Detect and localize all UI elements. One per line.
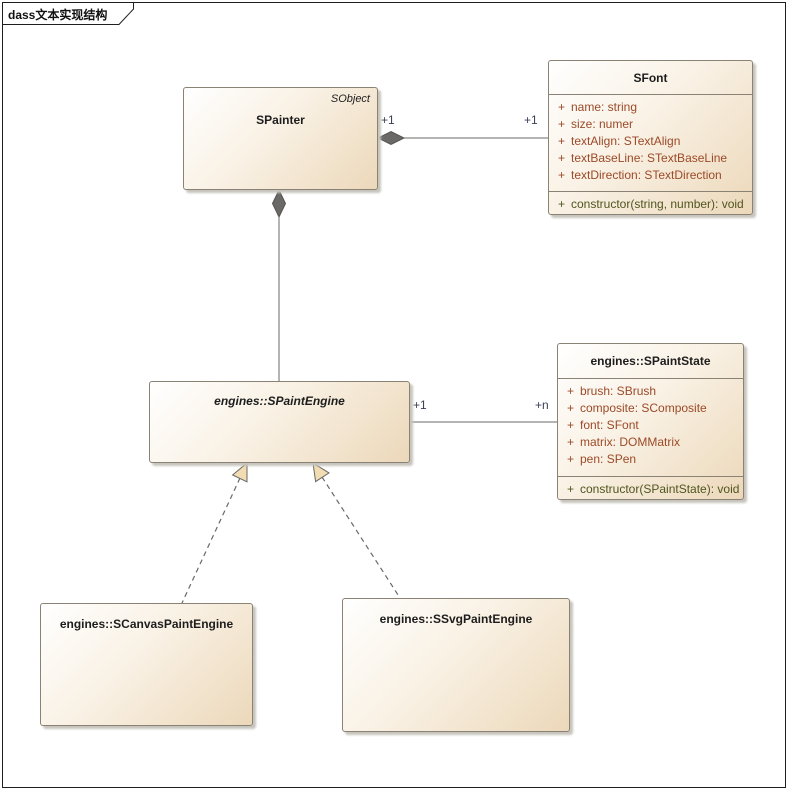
class-spainter[interactable]: SObject SPainter [183, 87, 378, 190]
sfont-operations: +constructor(string, number): void [549, 191, 752, 216]
class-sfont[interactable]: SFont +name: string +size: numer +textAl… [548, 60, 753, 215]
generalization-ssvg-line[interactable] [321, 476, 401, 599]
generalization-arrow-scanvas[interactable] [231, 461, 248, 483]
attribute-row: +font: SFont [567, 418, 639, 432]
diagram-frame-label: dass文本实现结构 [8, 8, 108, 22]
attribute-row: +pen: SPen [567, 452, 637, 466]
attribute-row: +composite: SComposite [567, 401, 707, 415]
operation-row: +constructor(SPaintState): void [567, 482, 740, 496]
scanvaspaintengine-title: engines::SCanvasPaintEngine [59, 617, 234, 631]
class-ssvgpaintengine[interactable]: engines::SSvgPaintEngine [342, 598, 570, 732]
diagram-frame-tab [2, 2, 134, 25]
spaintengine-title: engines::SPaintEngine [214, 394, 345, 408]
attribute-row: +textBaseLine: STextBaseLine [558, 151, 728, 165]
class-spaintstate[interactable]: engines::SPaintState +brush: SBrush +com… [557, 343, 744, 500]
spaintstate-attributes: +brush: SBrush +composite: SComposite +f… [558, 378, 743, 476]
generalization-scanvas-line[interactable] [181, 477, 241, 604]
spaintstate-operations: +constructor(SPaintState): void [558, 476, 743, 501]
sfont-attributes: +name: string +size: numer +textAlign: S… [549, 94, 752, 191]
multiplicity-spainter-end: +1 [381, 113, 395, 127]
composition-diamond-sfont[interactable] [376, 130, 406, 146]
attribute-row: +textDirection: STextDirection [558, 168, 722, 182]
attribute-row: +brush: SBrush [567, 384, 657, 398]
multiplicity-spaintstate-end: +n [535, 398, 549, 412]
class-scanvaspaintengine[interactable]: engines::SCanvasPaintEngine [40, 603, 253, 726]
multiplicity-sfont-end: +1 [524, 113, 538, 127]
attribute-row: +matrix: DOMMatrix [567, 435, 680, 449]
sfont-title: SFont [633, 70, 668, 85]
spainter-title: SPainter [256, 113, 305, 127]
ssvgpaintengine-title: engines::SSvgPaintEngine [379, 612, 533, 626]
attribute-row: +textAlign: STextAlign [558, 134, 681, 148]
generalization-arrow-ssvg[interactable] [312, 462, 330, 483]
spainter-parent-label: SObject [330, 93, 370, 105]
multiplicity-spaintengine-end: +1 [413, 398, 427, 412]
composition-diamond-spaintengine[interactable] [271, 188, 287, 219]
attribute-row: +name: string [558, 100, 638, 114]
spaintstate-title: engines::SPaintState [590, 354, 711, 368]
class-spaintengine[interactable]: engines::SPaintEngine [149, 381, 410, 463]
operation-row: +constructor(string, number): void [558, 197, 744, 211]
attribute-row: +size: numer [558, 117, 634, 131]
